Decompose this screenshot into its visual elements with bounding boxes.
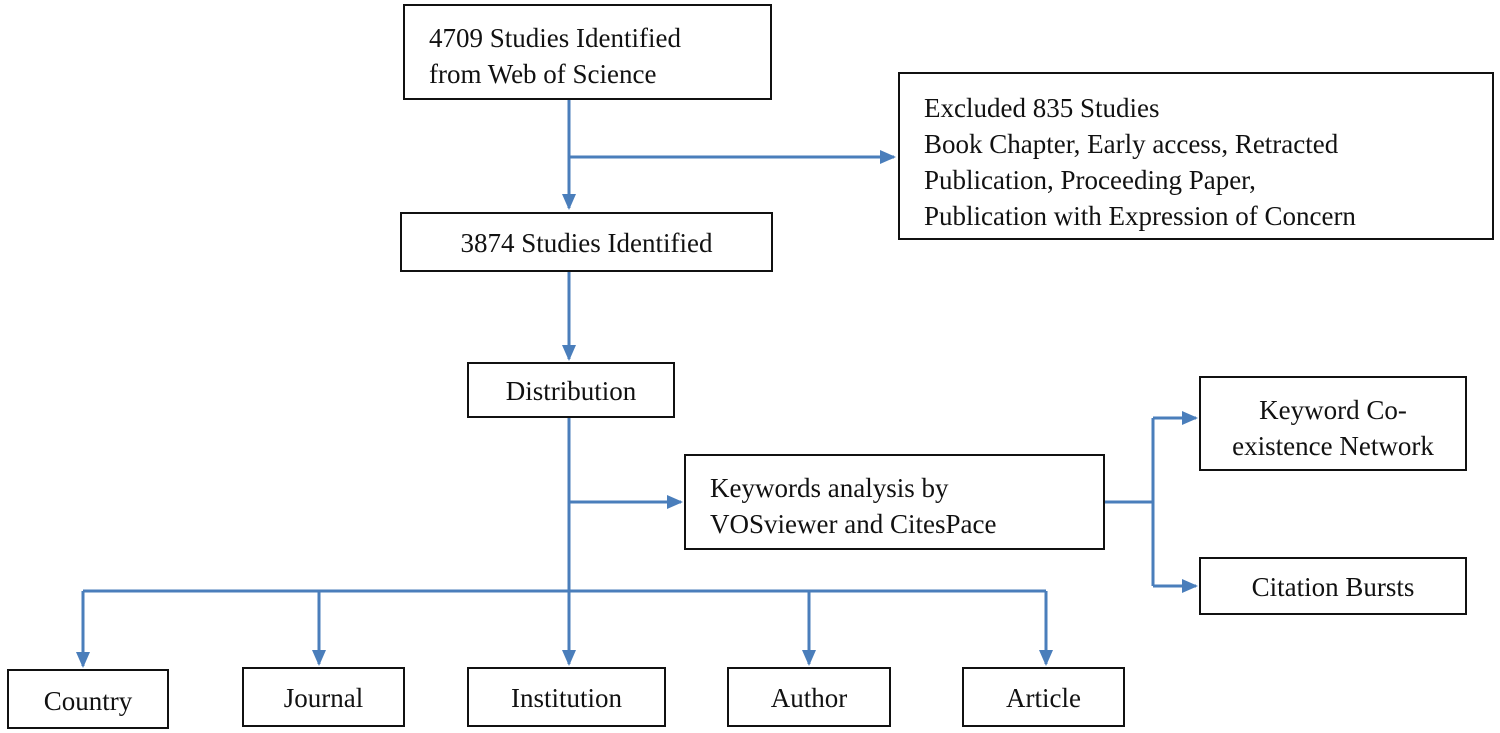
bursts-label: Citation Bursts [1251, 572, 1415, 602]
distribution-box: Distribution [467, 362, 675, 418]
article-box: Article [962, 667, 1125, 727]
excluded-studies-box: Excluded 835 Studies Book Chapter, Early… [898, 72, 1494, 240]
keyword-coexistence-network-box: Keyword Co- existence Network [1199, 376, 1467, 471]
author-label: Author [770, 683, 848, 713]
start-line-1: 4709 Studies Identified [429, 23, 681, 53]
author-box: Author [727, 667, 891, 727]
studies-identified-wos-box: 4709 Studies Identified from Web of Scie… [403, 4, 772, 100]
keywords-analysis-box: Keywords analysis by VOSviewer and Cites… [684, 454, 1105, 550]
studies-identified-box: 3874 Studies Identified [400, 212, 773, 272]
network-line-1: Keyword Co- [1259, 395, 1407, 425]
keywords-line-1: Keywords analysis by [710, 473, 949, 503]
journal-box: Journal [242, 667, 405, 727]
excluded-line-2: Book Chapter, Early access, Retracted [924, 129, 1339, 159]
identified-label: 3874 Studies Identified [460, 228, 713, 258]
institution-box: Institution [467, 667, 666, 727]
country-box: Country [7, 669, 169, 729]
citation-bursts-box: Citation Bursts [1199, 557, 1467, 615]
keywords-line-2: VOSviewer and CitesPace [710, 509, 997, 539]
institution-label: Institution [510, 683, 622, 713]
country-label: Country [43, 686, 133, 716]
excluded-line-4: Publication with Expression of Concern [924, 201, 1356, 231]
excluded-line-3: Publication, Proceeding Paper, [924, 165, 1256, 195]
distribution-label: Distribution [505, 376, 637, 406]
article-label: Article [1006, 683, 1081, 713]
network-line-2: existence Network [1232, 431, 1434, 461]
journal-label: Journal [283, 683, 364, 713]
excluded-line-1: Excluded 835 Studies [924, 93, 1160, 123]
start-line-2: from Web of Science [429, 59, 657, 89]
